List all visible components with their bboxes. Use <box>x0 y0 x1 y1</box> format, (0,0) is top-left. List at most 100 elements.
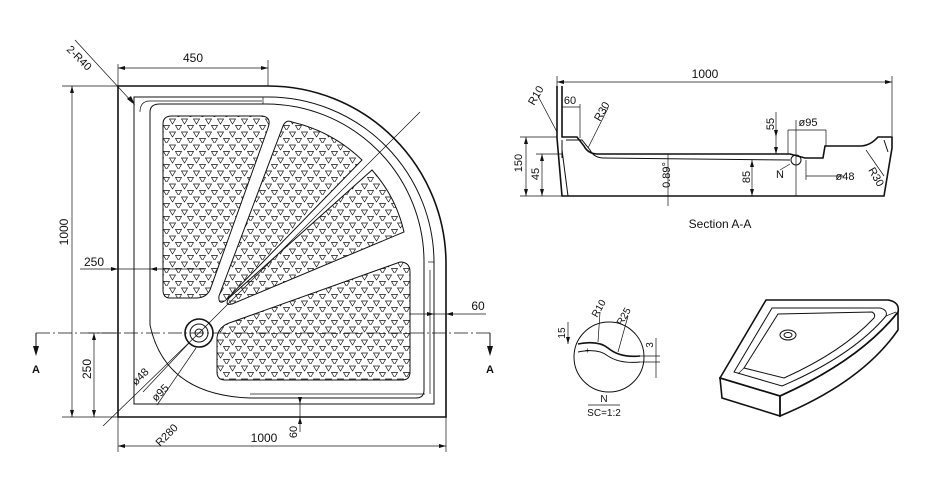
r40-arrow <box>127 96 135 105</box>
section-left-wall <box>561 149 569 197</box>
n-leader <box>779 163 791 171</box>
dim-1000-horizontal: 1000 <box>251 431 278 445</box>
arrowhead <box>70 410 74 417</box>
dim-section-r30-left: R30 <box>592 100 612 123</box>
section-view: 1000 R10 60 R30 55 ø95 150 45 <box>513 67 893 231</box>
section-radial-line <box>198 111 421 334</box>
dim-detail-r25: R25 <box>615 306 634 328</box>
arrowhead <box>885 80 892 84</box>
detail-r10-leader <box>597 311 601 343</box>
r280-leader <box>102 332 200 427</box>
section-arrowhead-right <box>487 346 493 356</box>
arrowhead <box>70 86 74 93</box>
arrowhead <box>750 189 754 196</box>
arrowhead <box>540 154 544 161</box>
tray-inner-rim <box>133 96 435 405</box>
r40-leader <box>74 39 133 103</box>
arrowhead <box>111 267 118 271</box>
dim-250-bottom-left: 250 <box>80 359 94 379</box>
section-profile <box>556 86 893 197</box>
dim-60-right: 60 <box>471 299 485 313</box>
dim-section-45: 45 <box>530 168 542 180</box>
dim-section-150: 150 <box>513 154 525 172</box>
arrowhead <box>557 80 564 84</box>
dim-section-85: 85 <box>741 171 753 183</box>
detail-r25-leader <box>617 315 629 353</box>
antislip-panel-1 <box>162 115 270 299</box>
dim-section-d95: ø95 <box>799 117 818 129</box>
detail-label: N <box>600 394 607 405</box>
section-mark-left: A <box>32 364 40 376</box>
dim-d95: ø95 <box>150 382 172 404</box>
arrowhead <box>298 397 302 404</box>
arrowhead <box>540 189 544 196</box>
arrowhead <box>261 66 268 70</box>
iso-inner-rim <box>733 307 887 387</box>
arrowhead <box>774 147 778 154</box>
arrowhead <box>92 333 96 340</box>
detail-profile-top <box>577 341 641 358</box>
dim-section-slope: 0.89° <box>661 162 673 188</box>
r30-leader <box>587 107 609 149</box>
arrowhead <box>118 444 125 448</box>
section-right-wall <box>883 139 889 153</box>
basin-step <box>139 100 262 113</box>
section-title: Section A-A <box>689 217 752 231</box>
isometric-view <box>718 299 900 418</box>
dim-section-60: 60 <box>564 95 576 107</box>
dim-1000-vertical: 1000 <box>57 218 71 245</box>
detail-profile-bottom <box>577 350 641 363</box>
dim-250-left: 250 <box>84 255 104 269</box>
arrowhead <box>298 417 302 424</box>
dim-2-r40: 2-R40 <box>64 44 94 74</box>
iso-corner-line-2 <box>885 311 897 317</box>
d48-leader <box>142 342 190 393</box>
dim-450: 450 <box>183 51 203 65</box>
dim-60-bottom: 60 <box>288 426 300 438</box>
basin-outline <box>149 103 425 399</box>
arrowhead <box>118 66 125 70</box>
plan-view: 2-R40 450 1000 250 60 A A <box>32 39 494 452</box>
iso-front-left <box>719 376 781 418</box>
d95-leader <box>156 347 197 406</box>
antislip-panel-2 <box>218 120 363 303</box>
detail-circle <box>573 321 645 393</box>
r30-right-leader <box>865 149 885 177</box>
dim-d48: ø48 <box>130 366 152 388</box>
dim-section-r30-right: R30 <box>865 166 885 189</box>
arrowhead <box>427 312 434 316</box>
section-n-label: N <box>776 169 784 181</box>
arrowhead <box>439 444 446 448</box>
dim-detail-3: 3 <box>645 342 656 348</box>
arrowhead <box>92 410 96 417</box>
section-mark-right: A <box>486 364 494 376</box>
arrowhead <box>150 267 157 271</box>
arrowhead <box>750 160 754 167</box>
detail-scale: SC=1:2 <box>587 408 621 419</box>
antislip-panel-3 <box>226 169 405 305</box>
iso-drain-inner <box>783 332 793 338</box>
arrowhead <box>566 337 570 344</box>
dim-section-r10: R10 <box>526 84 546 107</box>
dim-r280: R280 <box>154 422 181 449</box>
r10-leader <box>537 95 558 133</box>
dim-section-55: 55 <box>765 118 777 130</box>
antislip-panel-4 <box>216 261 411 381</box>
iso-corner-line <box>737 367 745 375</box>
tray-outline <box>117 85 447 418</box>
section-arrowhead-left <box>33 346 39 356</box>
section-inner-surface <box>566 139 791 161</box>
dim-detail-r10: R10 <box>590 298 609 320</box>
detail-plus: + <box>585 346 590 355</box>
dim-detail-15: 15 <box>557 327 568 339</box>
dim-section-1000: 1000 <box>692 67 719 81</box>
iso-basin <box>743 311 876 379</box>
arrowhead <box>524 137 528 144</box>
arrowhead <box>446 312 453 316</box>
arrowhead <box>774 130 778 137</box>
arrowhead <box>524 189 528 196</box>
iso-front-curve <box>779 309 899 418</box>
iso-drain-outer <box>779 329 797 341</box>
dim-section-d48: ø48 <box>836 171 855 183</box>
